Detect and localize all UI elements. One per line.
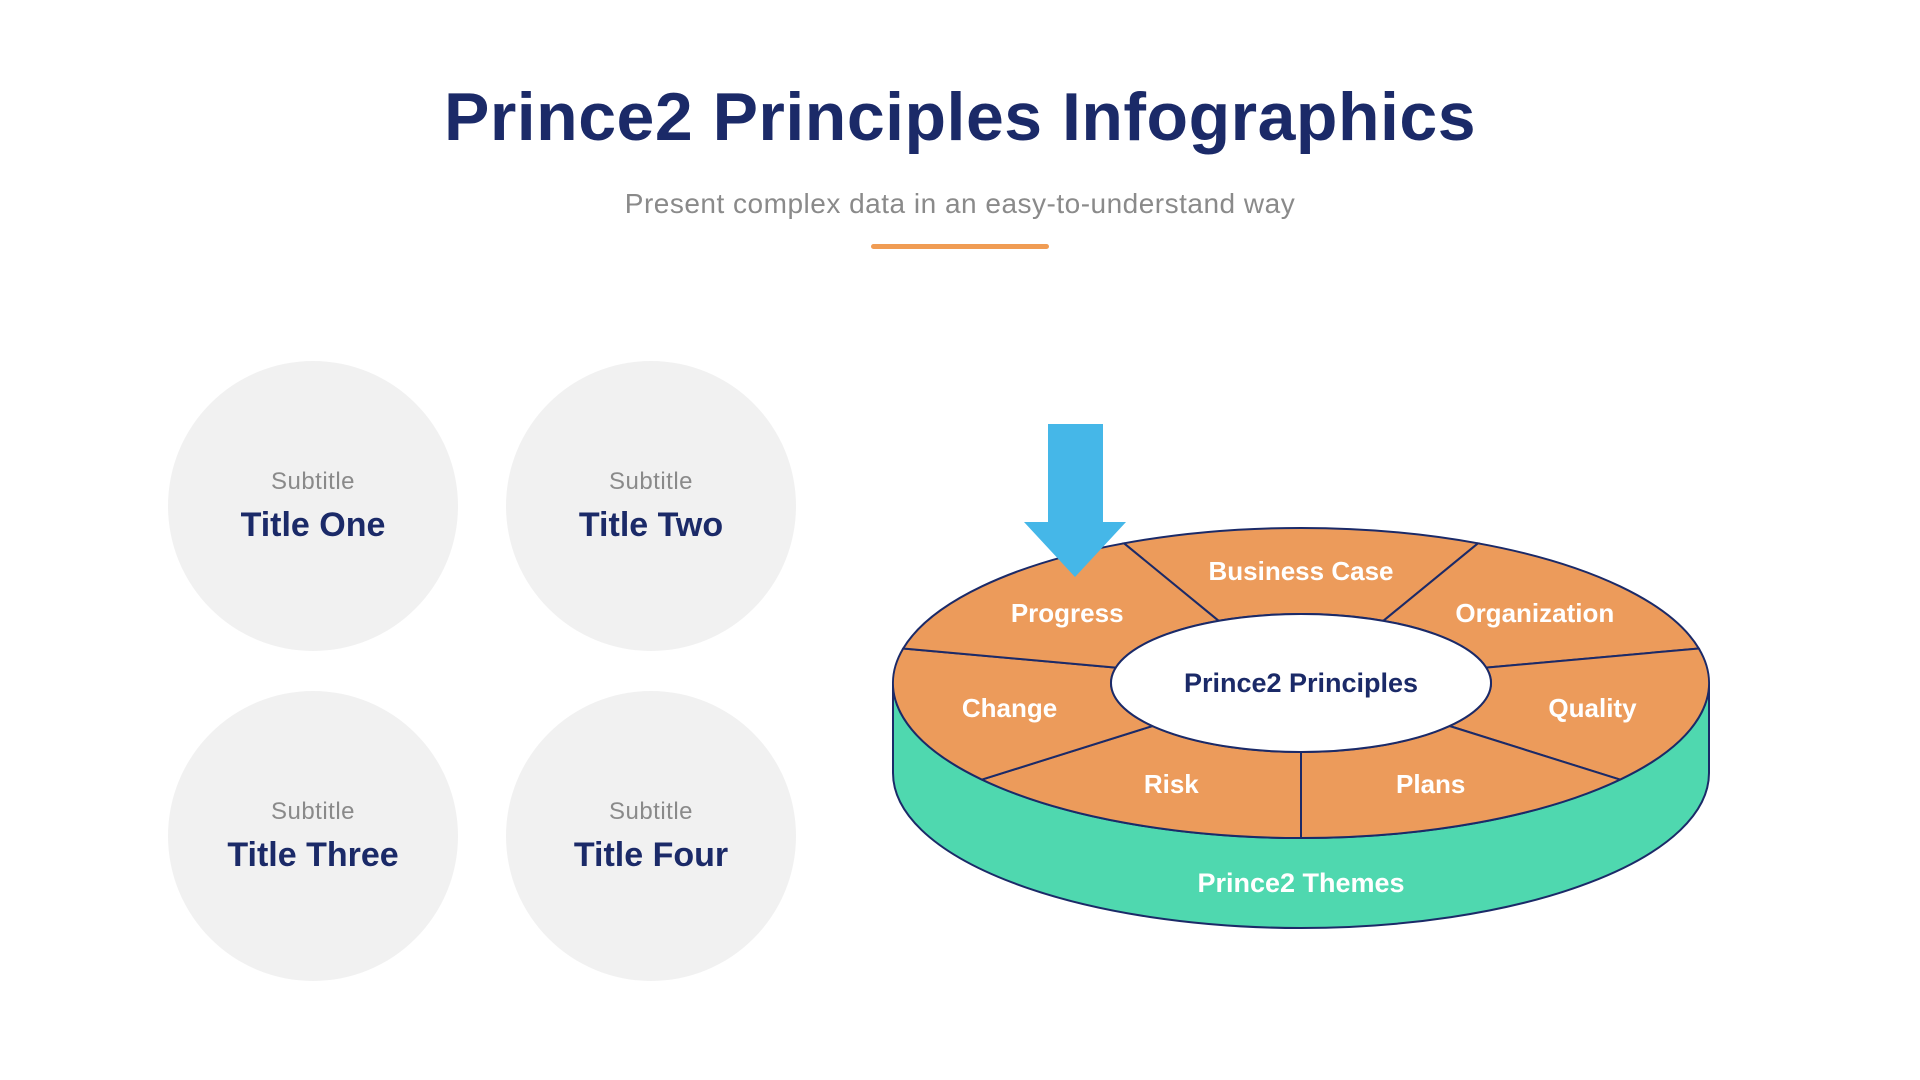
center-hub (1110, 613, 1492, 753)
card-title-one: Subtitle Title One (168, 361, 458, 651)
segment-label: Risk (1144, 769, 1199, 799)
card-subtitle: Subtitle (608, 467, 694, 495)
header: Prince2 Principles Infographics Present … (0, 78, 1920, 250)
accent-divider (871, 244, 1049, 250)
card-subtitle: Subtitle (608, 797, 694, 825)
card-title: Title Four (573, 835, 729, 874)
card-title-two: Subtitle Title Two (506, 361, 796, 651)
card-subtitle: Subtitle (270, 797, 356, 825)
down-arrow-icon (1024, 424, 1126, 577)
segment-label: Plans (1396, 769, 1465, 799)
card-title-four: Subtitle Title Four (506, 691, 796, 981)
center-label: Prince2 Principles (1184, 668, 1418, 698)
base-label: Prince2 Themes (1197, 868, 1404, 898)
segment-label: Progress (1011, 598, 1124, 628)
card-title: Title Two (578, 505, 724, 544)
card-title: Title Three (227, 835, 399, 874)
card-title: Title One (240, 505, 386, 544)
segment-label: Business Case (1209, 556, 1394, 586)
page-subtitle: Present complex data in an easy-to-under… (624, 188, 1296, 220)
segment-label: Quality (1548, 693, 1637, 723)
page-title: Prince2 Principles Infographics (443, 79, 1477, 155)
card-title-three: Subtitle Title Three (168, 691, 458, 981)
card-subtitle: Subtitle (270, 467, 356, 495)
segment-label: Organization (1455, 598, 1614, 628)
segment-label: Change (962, 693, 1057, 723)
